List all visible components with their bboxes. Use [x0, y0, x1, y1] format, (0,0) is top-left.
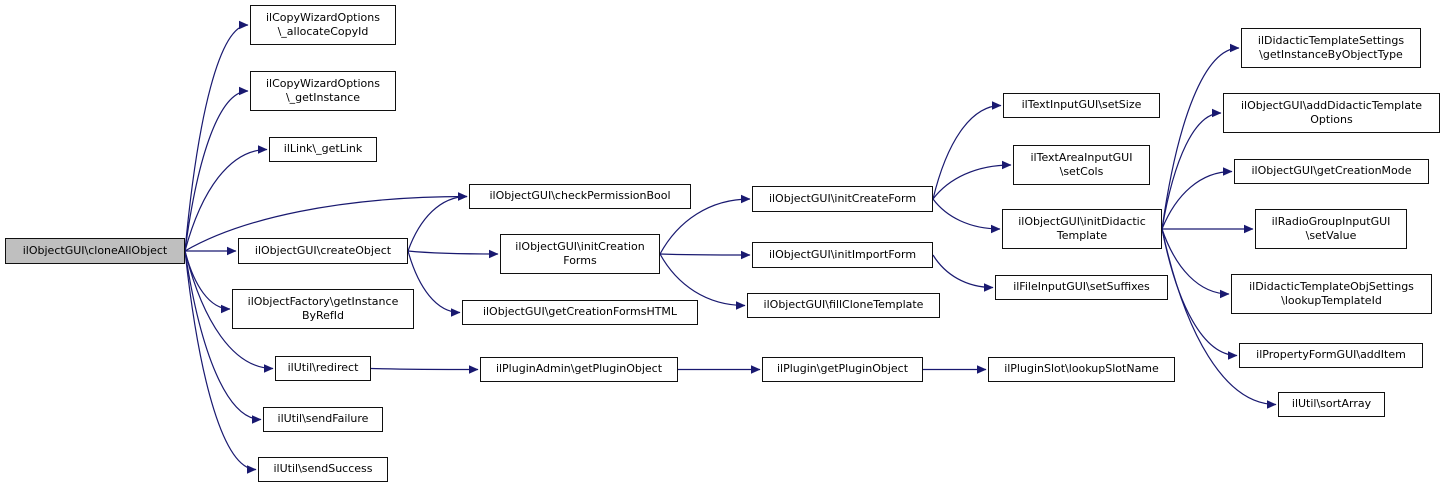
- node-initcreationforms[interactable]: ilObjectGUI\initCreation Forms: [500, 234, 660, 274]
- node-label: ilFileInputGUI\setSuffixes: [1013, 280, 1150, 294]
- edge-initcreateform-to-setsize: [932, 101, 1002, 200]
- node-initdidactictemplate[interactable]: ilObjectGUI\initDidactic Template: [1002, 209, 1162, 249]
- node-createobject[interactable]: ilObjectGUI\createObject: [238, 238, 408, 264]
- node-redirect[interactable]: ilUtil\redirect: [275, 356, 371, 381]
- edge-initdidactictemplate-to-getinstancebyobjecttype: [1161, 43, 1240, 230]
- edge-initdidactictemplate-to-lookuptemplateid: [1161, 228, 1230, 299]
- node-setsuffixes[interactable]: ilFileInputGUI\setSuffixes: [995, 275, 1168, 300]
- node-radiosetvalue[interactable]: ilRadioGroupInputGUI \setValue: [1255, 209, 1407, 249]
- node-checkpermissionbool[interactable]: ilObjectGUI\checkPermissionBool: [469, 184, 691, 209]
- node-sendsuccess[interactable]: ilUtil\sendSuccess: [258, 457, 388, 482]
- edge-cloneallobject-to-redirect: [184, 250, 274, 373]
- node-label: ilCopyWizardOptions \_allocateCopyId: [266, 10, 380, 38]
- node-pluginadmingetplugin[interactable]: ilPluginAdmin\getPluginObject: [480, 357, 678, 382]
- node-adddidactictemplateoptions[interactable]: ilObjectGUI\addDidacticTemplate Options: [1223, 93, 1440, 133]
- edge-initcreateform-to-initdidactictemplate: [932, 198, 1001, 234]
- node-label: ilDidacticTemplateSettings \getInstanceB…: [1257, 33, 1405, 61]
- node-getlink[interactable]: ilLink\_getLink: [269, 137, 377, 162]
- edge-initcreateform-to-setcols: [932, 160, 1012, 200]
- edge-initcreationforms-to-initcreateform: [659, 194, 751, 255]
- node-label: ilObjectGUI\initCreateForm: [768, 191, 917, 205]
- node-sortarray[interactable]: ilUtil\sortArray: [1278, 392, 1385, 417]
- node-label: ilObjectGUI\addDidacticTemplate Options: [1240, 98, 1423, 126]
- node-label: ilTextAreaInputGUI \setCols: [1030, 150, 1133, 178]
- edge-createobject-to-initcreationforms: [407, 249, 499, 259]
- node-plugingetpluginobject[interactable]: ilPlugin\getPluginObject: [762, 357, 923, 382]
- edge-createobject-to-checkpermissionbool: [407, 192, 468, 252]
- node-label: ilUtil\sortArray: [1291, 397, 1372, 411]
- node-cloneallobject: ilObjectGUI\cloneAllObject: [5, 238, 185, 264]
- node-label: ilLink\_getLink: [283, 142, 363, 156]
- node-label: ilObjectGUI\fillCloneTemplate: [763, 298, 924, 312]
- node-initcreateform[interactable]: ilObjectGUI\initCreateForm: [752, 186, 933, 212]
- node-initimportform[interactable]: ilObjectGUI\initImportForm: [752, 242, 933, 268]
- node-getcreationmode[interactable]: ilObjectGUI\getCreationMode: [1234, 159, 1429, 184]
- edge-initcreationforms-to-initimportform: [659, 250, 751, 260]
- node-label: ilPlugin\getPluginObject: [776, 362, 909, 376]
- edge-initdidactictemplate-to-getcreationmode: [1161, 167, 1233, 230]
- node-getinstancebyrefid[interactable]: ilObjectFactory\getInstance ByRefId: [232, 289, 414, 329]
- edge-redirect-to-pluginadmingetplugin: [370, 365, 479, 374]
- node-label: ilObjectFactory\getInstance ByRefId: [247, 294, 399, 322]
- node-label: ilObjectGUI\getCreationFormsHTML: [482, 305, 678, 319]
- node-label: ilPropertyFormGUI\addItem: [1256, 348, 1406, 362]
- node-lookupslotname[interactable]: ilPluginSlot\lookupSlotName: [988, 357, 1175, 382]
- edge-cloneallobject-to-getlink: [184, 145, 268, 252]
- node-label: ilObjectGUI\cloneAllObject: [22, 243, 168, 257]
- node-label: ilUtil\redirect: [287, 361, 359, 375]
- edge-initdidactictemplate-to-sortarray: [1161, 228, 1277, 409]
- edge-initimportform-to-setsuffixes: [932, 254, 994, 292]
- node-sendfailure[interactable]: ilUtil\sendFailure: [263, 407, 383, 432]
- node-label: ilObjectGUI\checkPermissionBool: [489, 189, 671, 203]
- node-additem[interactable]: ilPropertyFormGUI\addItem: [1239, 343, 1423, 368]
- edge-initcreationforms-to-fillclonetemplate: [659, 253, 746, 310]
- edge-cloneallobject-to-sendsuccess: [184, 250, 257, 474]
- edge-cloneallobject-to-checkpermissionbool: [184, 192, 468, 252]
- node-label: ilPluginAdmin\getPluginObject: [495, 362, 663, 376]
- node-label: ilObjectGUI\getCreationMode: [1251, 164, 1412, 178]
- node-label: ilDidacticTemplateObjSettings \lookupTem…: [1249, 279, 1414, 307]
- node-label: ilUtil\sendFailure: [277, 412, 369, 426]
- edge-cloneallobject-to-allocatecopyid: [184, 20, 249, 252]
- node-getcreationformshtml[interactable]: ilObjectGUI\getCreationFormsHTML: [462, 300, 698, 325]
- edge-initdidactictemplate-to-adddidactictemplateoptions: [1161, 108, 1222, 230]
- node-setcols[interactable]: ilTextAreaInputGUI \setCols: [1013, 145, 1150, 185]
- edge-cloneallobject-to-sendfailure: [184, 250, 262, 424]
- node-label: ilObjectGUI\initDidactic Template: [1018, 214, 1146, 242]
- node-label: ilObjectGUI\createObject: [254, 243, 392, 257]
- edge-createobject-to-getcreationformshtml: [407, 250, 461, 317]
- node-label: ilCopyWizardOptions \_getInstance: [266, 76, 380, 104]
- node-label: ilTextInputGUI\setSize: [1021, 98, 1142, 112]
- node-fillclonetemplate[interactable]: ilObjectGUI\fillCloneTemplate: [747, 293, 940, 318]
- node-getinstance[interactable]: ilCopyWizardOptions \_getInstance: [250, 71, 396, 111]
- node-lookuptemplateid[interactable]: ilDidacticTemplateObjSettings \lookupTem…: [1231, 274, 1432, 314]
- edge-cloneallobject-to-getinstance: [184, 86, 249, 252]
- node-label: ilRadioGroupInputGUI \setValue: [1271, 214, 1391, 242]
- node-label: ilObjectGUI\initCreation Forms: [515, 239, 645, 267]
- node-label: ilPluginSlot\lookupSlotName: [1004, 362, 1159, 376]
- node-label: ilObjectGUI\initImportForm: [768, 247, 917, 261]
- node-getinstancebyobjecttype[interactable]: ilDidacticTemplateSettings \getInstanceB…: [1241, 28, 1421, 68]
- node-setsize[interactable]: ilTextInputGUI\setSize: [1003, 93, 1160, 118]
- node-allocatecopyid[interactable]: ilCopyWizardOptions \_allocateCopyId: [250, 5, 396, 45]
- node-label: ilUtil\sendSuccess: [273, 462, 373, 476]
